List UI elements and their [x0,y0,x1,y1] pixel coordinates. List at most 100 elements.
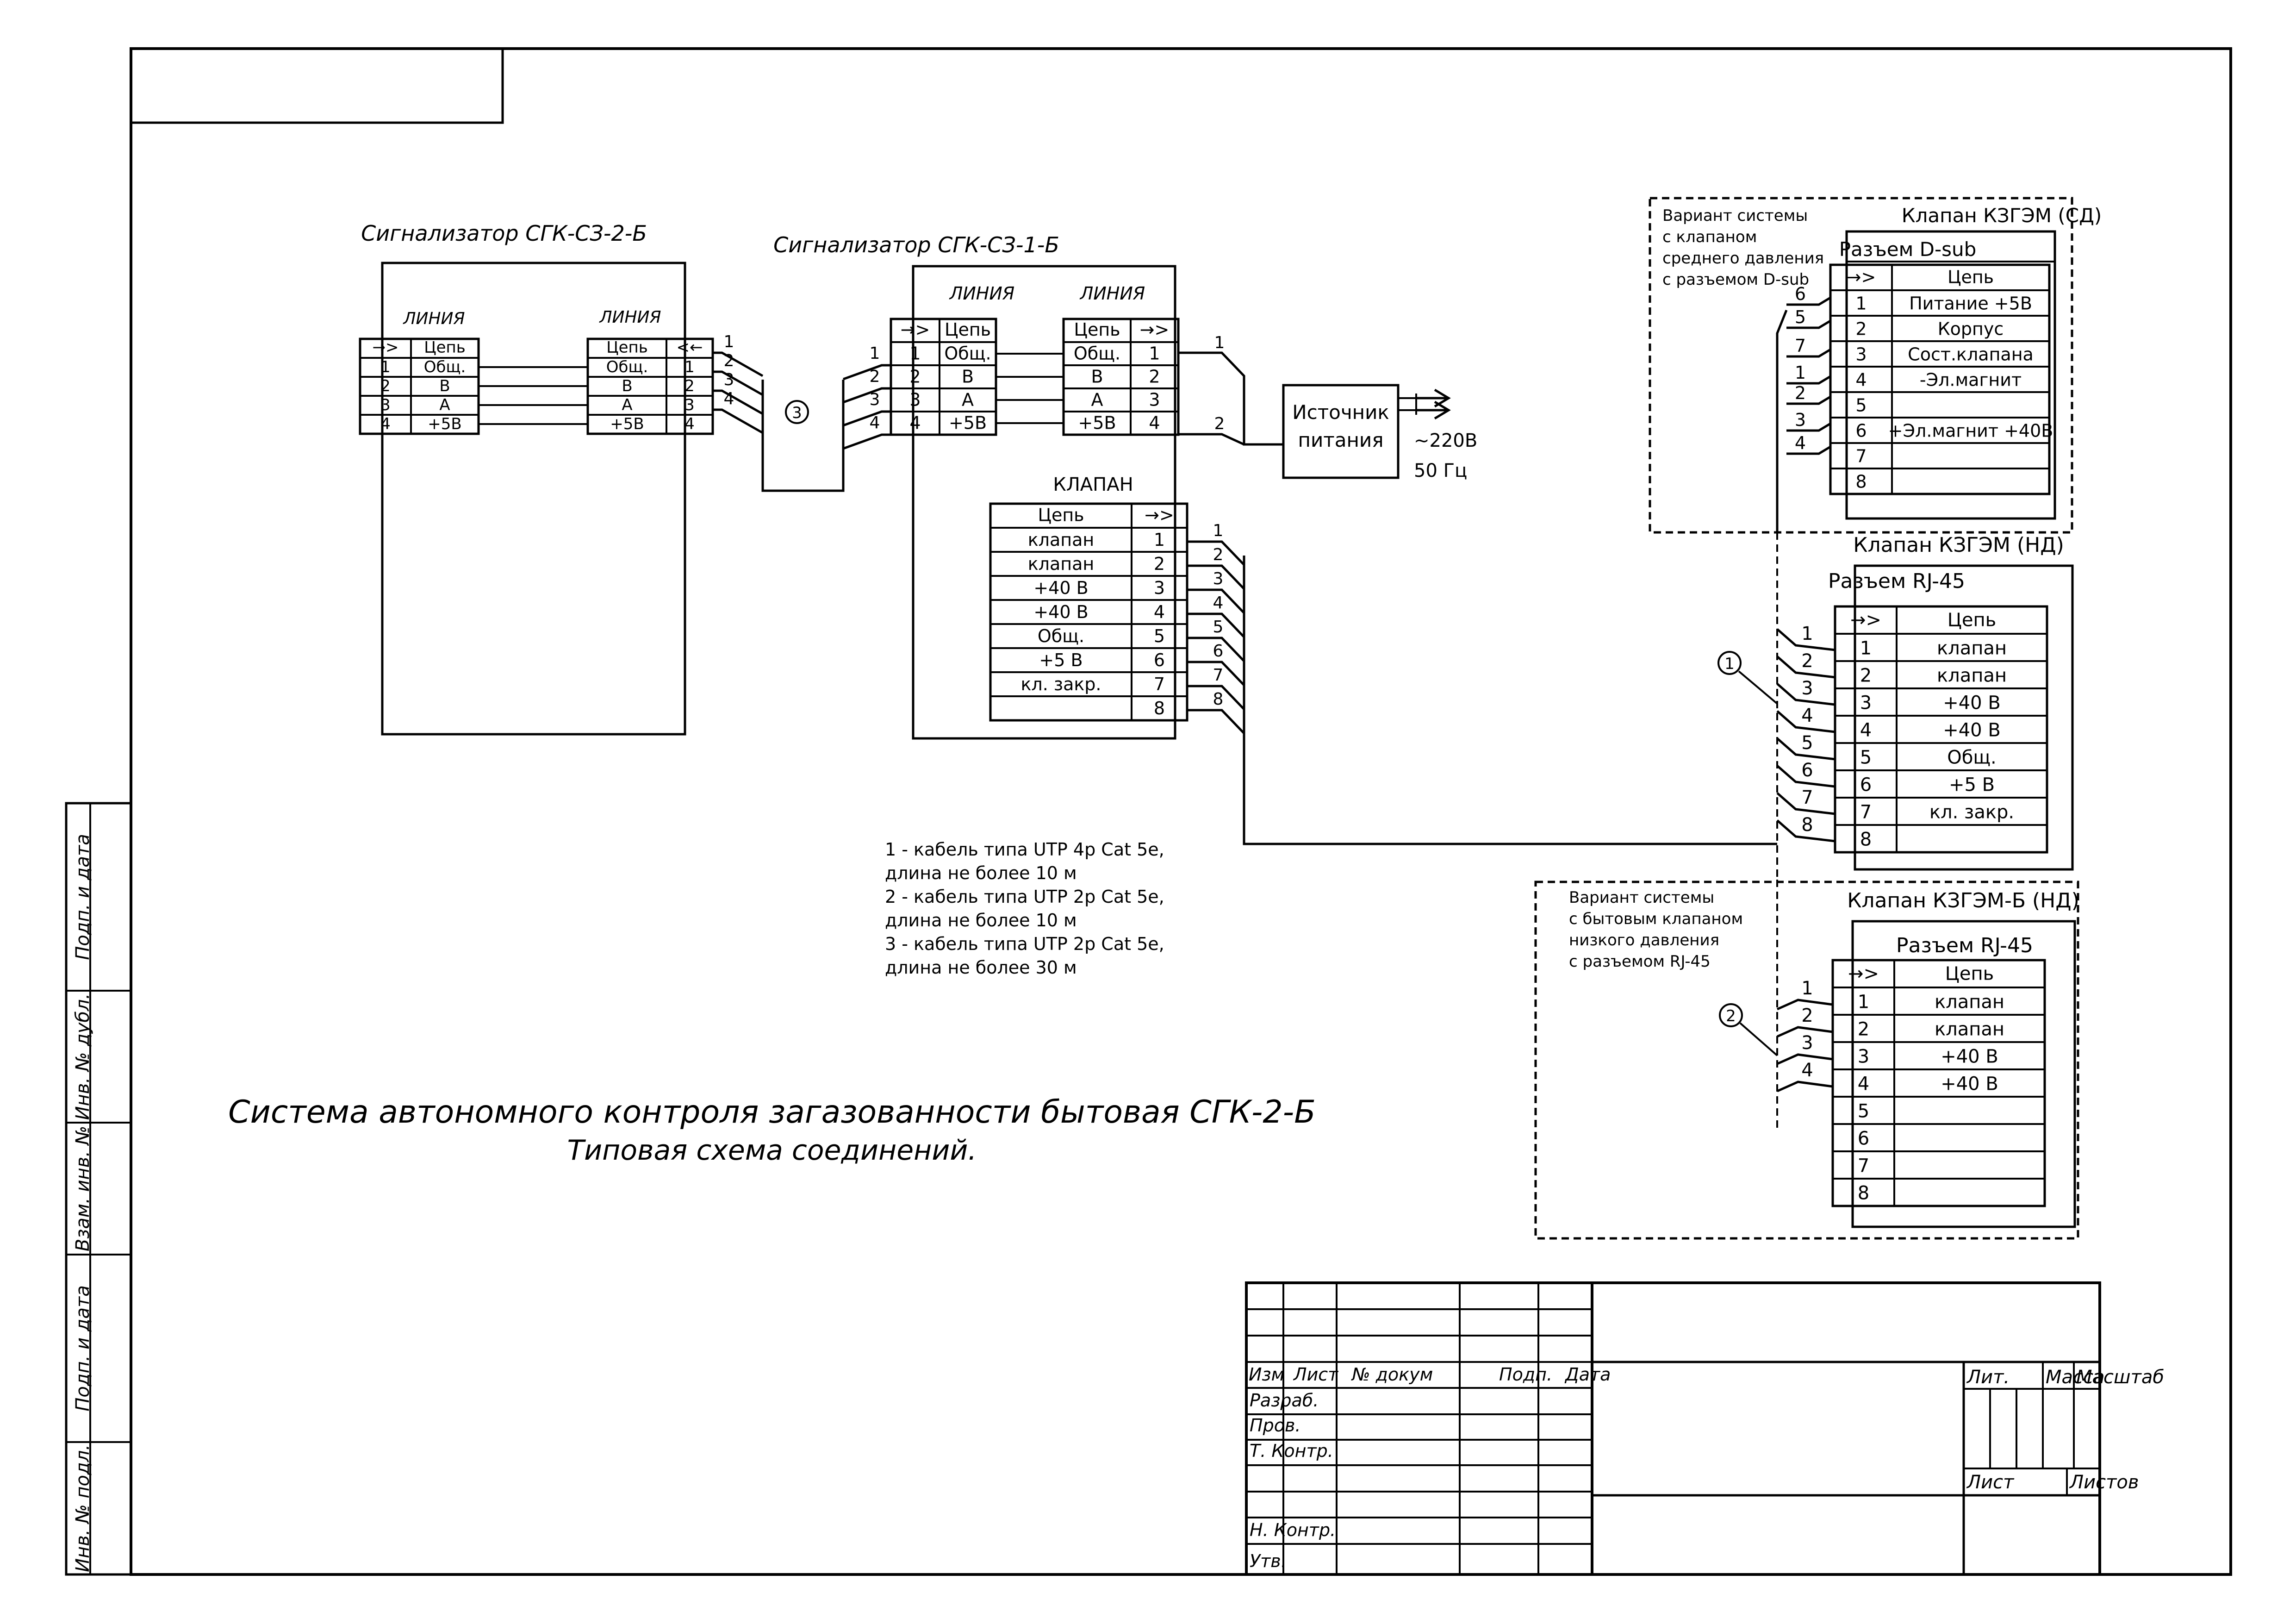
plug-arrow [1434,400,1451,420]
device-2b-left-cell: 1 [380,358,391,376]
device-2b-right-cell: 2 [684,377,695,395]
valve-nd-wire [1776,819,1836,843]
device-1b-valve-cell: клапан [1028,530,1095,550]
valve-ndb-cell: 3 [1858,1046,1869,1067]
device-2b-right-cell: 3 [684,396,695,414]
mains-voltage: ~220В [1414,430,1477,451]
variant-ndb-note: с бытовым клапаном [1569,910,1743,928]
variant-sd-note: с клапаном [1662,228,1757,246]
valve-sd-wire [1786,375,1831,385]
device-2b-left-line-label: ЛИНИЯ [402,309,465,328]
device-1b-valve-header: Цепь [1038,505,1084,525]
cable-3-num: 4 [724,389,734,408]
valve-nd-wire-num: 6 [1801,760,1813,781]
valve-sd-connector: Разъем D-sub [1839,238,1977,261]
device-1b-valve-cell: +40 В [1033,578,1088,598]
device-1b-left-cell: 2 [909,367,921,387]
valve-sd-cell: 5 [1855,395,1867,415]
cable-note: 1 - кабель типа UTP 4p Cat 5e, [885,839,1164,860]
valve-sd-header: →> [1847,267,1876,287]
valve-ndb-wire [1776,999,1833,1011]
valve-ndb-wire-num: 3 [1801,1032,1813,1054]
valve-sd-wire [1786,422,1831,432]
side-stamp-label: Подп. и дата [72,834,93,960]
cable-1-num: 3 [1213,569,1224,588]
device-2b-left-cell: Общ. [424,358,466,376]
valve-nd-wire-num: 5 [1801,732,1813,754]
power-supply-label: Источник [1292,401,1389,424]
valve-nd-cell: 1 [1860,637,1872,659]
valve-ndb-header: Цепь [1945,963,1994,984]
side-stamp-label: Инв. № дубл. [72,993,93,1120]
drawing-subtitle: Типовая схема соединений. [567,1134,977,1167]
title-block-role: Пров. [1250,1415,1300,1436]
valve-nd-body [1854,564,2074,871]
valve-ndb-connector: Разъем RJ-45 [1896,934,2033,957]
device-1b-valve-cell: 2 [1154,554,1165,574]
cable-1-num: 8 [1213,690,1224,709]
valve-ndb-cell: 5 [1858,1100,1869,1122]
valve-nd-wire [1776,710,1836,733]
device-1b-right-header: →> [1140,319,1170,340]
valve-ndb-cell: 2 [1858,1018,1869,1040]
device-1b-valve-cell: кл. закр. [1020,674,1101,694]
valve-sd-wire [1786,445,1831,455]
valve-nd-cell: клапан [1937,665,2007,686]
power-supply-label: питания [1298,429,1384,451]
device-1b-right-cell: Общ. [1074,344,1120,364]
valve-nd-cell: 3 [1860,692,1872,713]
title-block-sheets: Листов [2069,1472,2139,1493]
title-block-role: Разраб. [1250,1390,1319,1411]
device-1b-left-cell: +5В [949,413,987,433]
cable-1-num: 7 [1213,666,1224,685]
valve-sd-wire [1786,395,1831,405]
cable-mark-3-label: 3 [792,404,802,422]
valve-nd-wire [1776,765,1836,788]
device-1b-left-header: →> [901,319,930,340]
valve-ndb-cell: клапан [1935,1018,2004,1040]
title-block-col-label: № докум [1351,1364,1433,1385]
device-2b-right-cell: 1 [684,358,695,376]
cable-mark-2-leader [1739,1022,1778,1056]
title-block-col-label: Изм [1249,1364,1284,1385]
cable-1-wire [1187,637,1245,662]
device-1b-body [912,265,1176,740]
valve-sd-cell: 1 [1855,293,1867,313]
valve-nd-cell: 8 [1860,829,1872,850]
device-2b-left-cell: А [439,396,450,414]
valve-sd-cell: Корпус [1938,319,2004,339]
valve-ndb-wire [1776,1081,1833,1093]
cable-note: длина не более 10 м [885,910,1077,931]
device-1b-right-cell: В [1091,367,1103,387]
device-1b-valve-cell: 5 [1154,626,1165,646]
cable-3-wire [713,408,764,434]
device-1b-valve-cell: 1 [1154,530,1165,550]
device-1b-valve-cell: +40 В [1033,602,1088,622]
valve-sd-cell: Сост.клапана [1908,344,2034,364]
top-left-stamp-box [130,47,504,124]
cable-1-route [1243,556,1777,845]
title-block-mass: Масса [2046,1367,2105,1388]
device-1b-valve-table [989,502,1188,722]
valve-ndb-title: Клапан КЗГЭМ-Б (НД) [1847,889,2079,912]
valve-sd-wire-num: 4 [1795,433,1806,453]
cable-3-num: 2 [870,367,880,386]
cable-1-wire [1187,709,1245,734]
side-stamp-label: Взам. инв. № [72,1126,93,1252]
valve-nd-header: →> [1850,609,1881,631]
valve-sd-wire-num: 6 [1795,284,1806,304]
cable-1-num: 1 [1213,521,1224,540]
valve-sd-cell: Питание +5В [1909,293,2032,313]
cable-mark-1 [1717,651,1742,675]
device-1b-right-header: Цепь [1074,319,1120,340]
power-wire-num: 1 [1214,333,1225,352]
valve-nd-cell: +5 В [1949,774,1995,795]
device-2b-left-cell: 2 [380,377,391,395]
mains-frequency: 50 Гц [1414,460,1467,481]
cable-note: длина не более 30 м [885,957,1077,978]
cable-3-wire [713,370,764,396]
device-1b-valve-cell: 3 [1154,578,1165,598]
valve-nd-cell: +40 В [1943,692,2001,713]
cable-1-wire [1187,564,1245,590]
title-block-col-label: Дата [1564,1364,1611,1385]
